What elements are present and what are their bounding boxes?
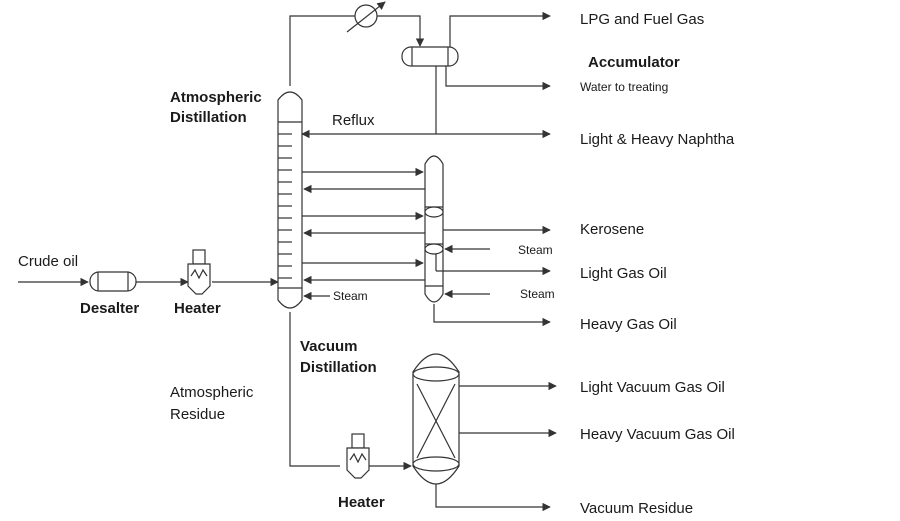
steam-atm-label: Steam [333,289,368,303]
heater2 [346,433,370,479]
heater1 [187,249,211,295]
hvgo-label: Heavy Vacuum Gas Oil [580,426,735,443]
stripper-shell [424,155,444,303]
atm-column-shell [277,91,303,309]
heavy-gas-oil-line [433,304,551,327]
desalter-shell [89,271,137,292]
condenser-arrow [346,1,386,33]
light-gas-oil-label: Light Gas Oil [580,265,667,282]
accumulator-shell [401,46,459,67]
atm-residue-line1: Atmospheric [170,384,254,401]
atm-residue-line2: Residue [170,406,225,423]
heater1-coil [190,268,208,280]
overhead-system [289,1,425,86]
heater1-label: Heater [174,300,221,317]
side-stripper [424,155,444,303]
vacuum-products [435,381,557,512]
heater2-coil [349,452,367,464]
atm-residue-line [289,312,340,467]
vac-packing-diag2 [416,383,456,459]
atm-column-trays [278,133,292,279]
lpg-line [449,11,551,47]
water-line [445,66,551,91]
naphtha-label: Light & Heavy Naphtha [580,131,735,148]
vac-title-line2: Distillation [300,359,377,376]
steam-stripper2-label: Steam [520,287,555,301]
overhead-vapor-line [289,15,355,86]
steam-stripper1-label: Steam [518,243,553,257]
heater2-label: Heater [338,494,385,511]
vacuum-residue-label: Vacuum Residue [580,500,693,517]
heater1-stack [192,249,206,265]
stripper-products [433,225,551,327]
stripper-section1-head [424,206,444,218]
atmospheric-column [277,91,303,309]
heater2-stack [351,433,365,449]
atm-title-line2: Distillation [170,109,247,126]
kerosene-label: Kerosene [580,221,644,238]
desalter-vessel [89,271,137,292]
stripper-section2-head [424,243,444,255]
water-label: Water to treating [580,80,668,94]
vacuum-residue-line [435,484,551,512]
lpg-label: LPG and Fuel Gas [580,11,704,28]
labels: Crude oil Desalter Heater Atmospheric Di… [18,11,735,517]
accumulator-vessel [401,11,551,134]
vac-title-line1: Vacuum [300,338,358,355]
side-draw-lines [302,167,425,285]
vac-top-head [412,366,460,382]
desalter-label: Desalter [80,300,139,317]
reflux-label: Reflux [332,112,375,129]
heavy-gas-oil-label: Heavy Gas Oil [580,316,677,333]
condenser-outlet-line [377,15,425,47]
accumulator-label: Accumulator [588,54,680,71]
vac-column-shell [412,353,460,485]
atm-title-line1: Atmospheric [170,89,262,106]
crude-oil-label: Crude oil [18,253,78,270]
vac-bottom-head [412,456,460,472]
vacuum-column [412,353,460,485]
lvgo-label: Light Vacuum Gas Oil [580,379,725,396]
